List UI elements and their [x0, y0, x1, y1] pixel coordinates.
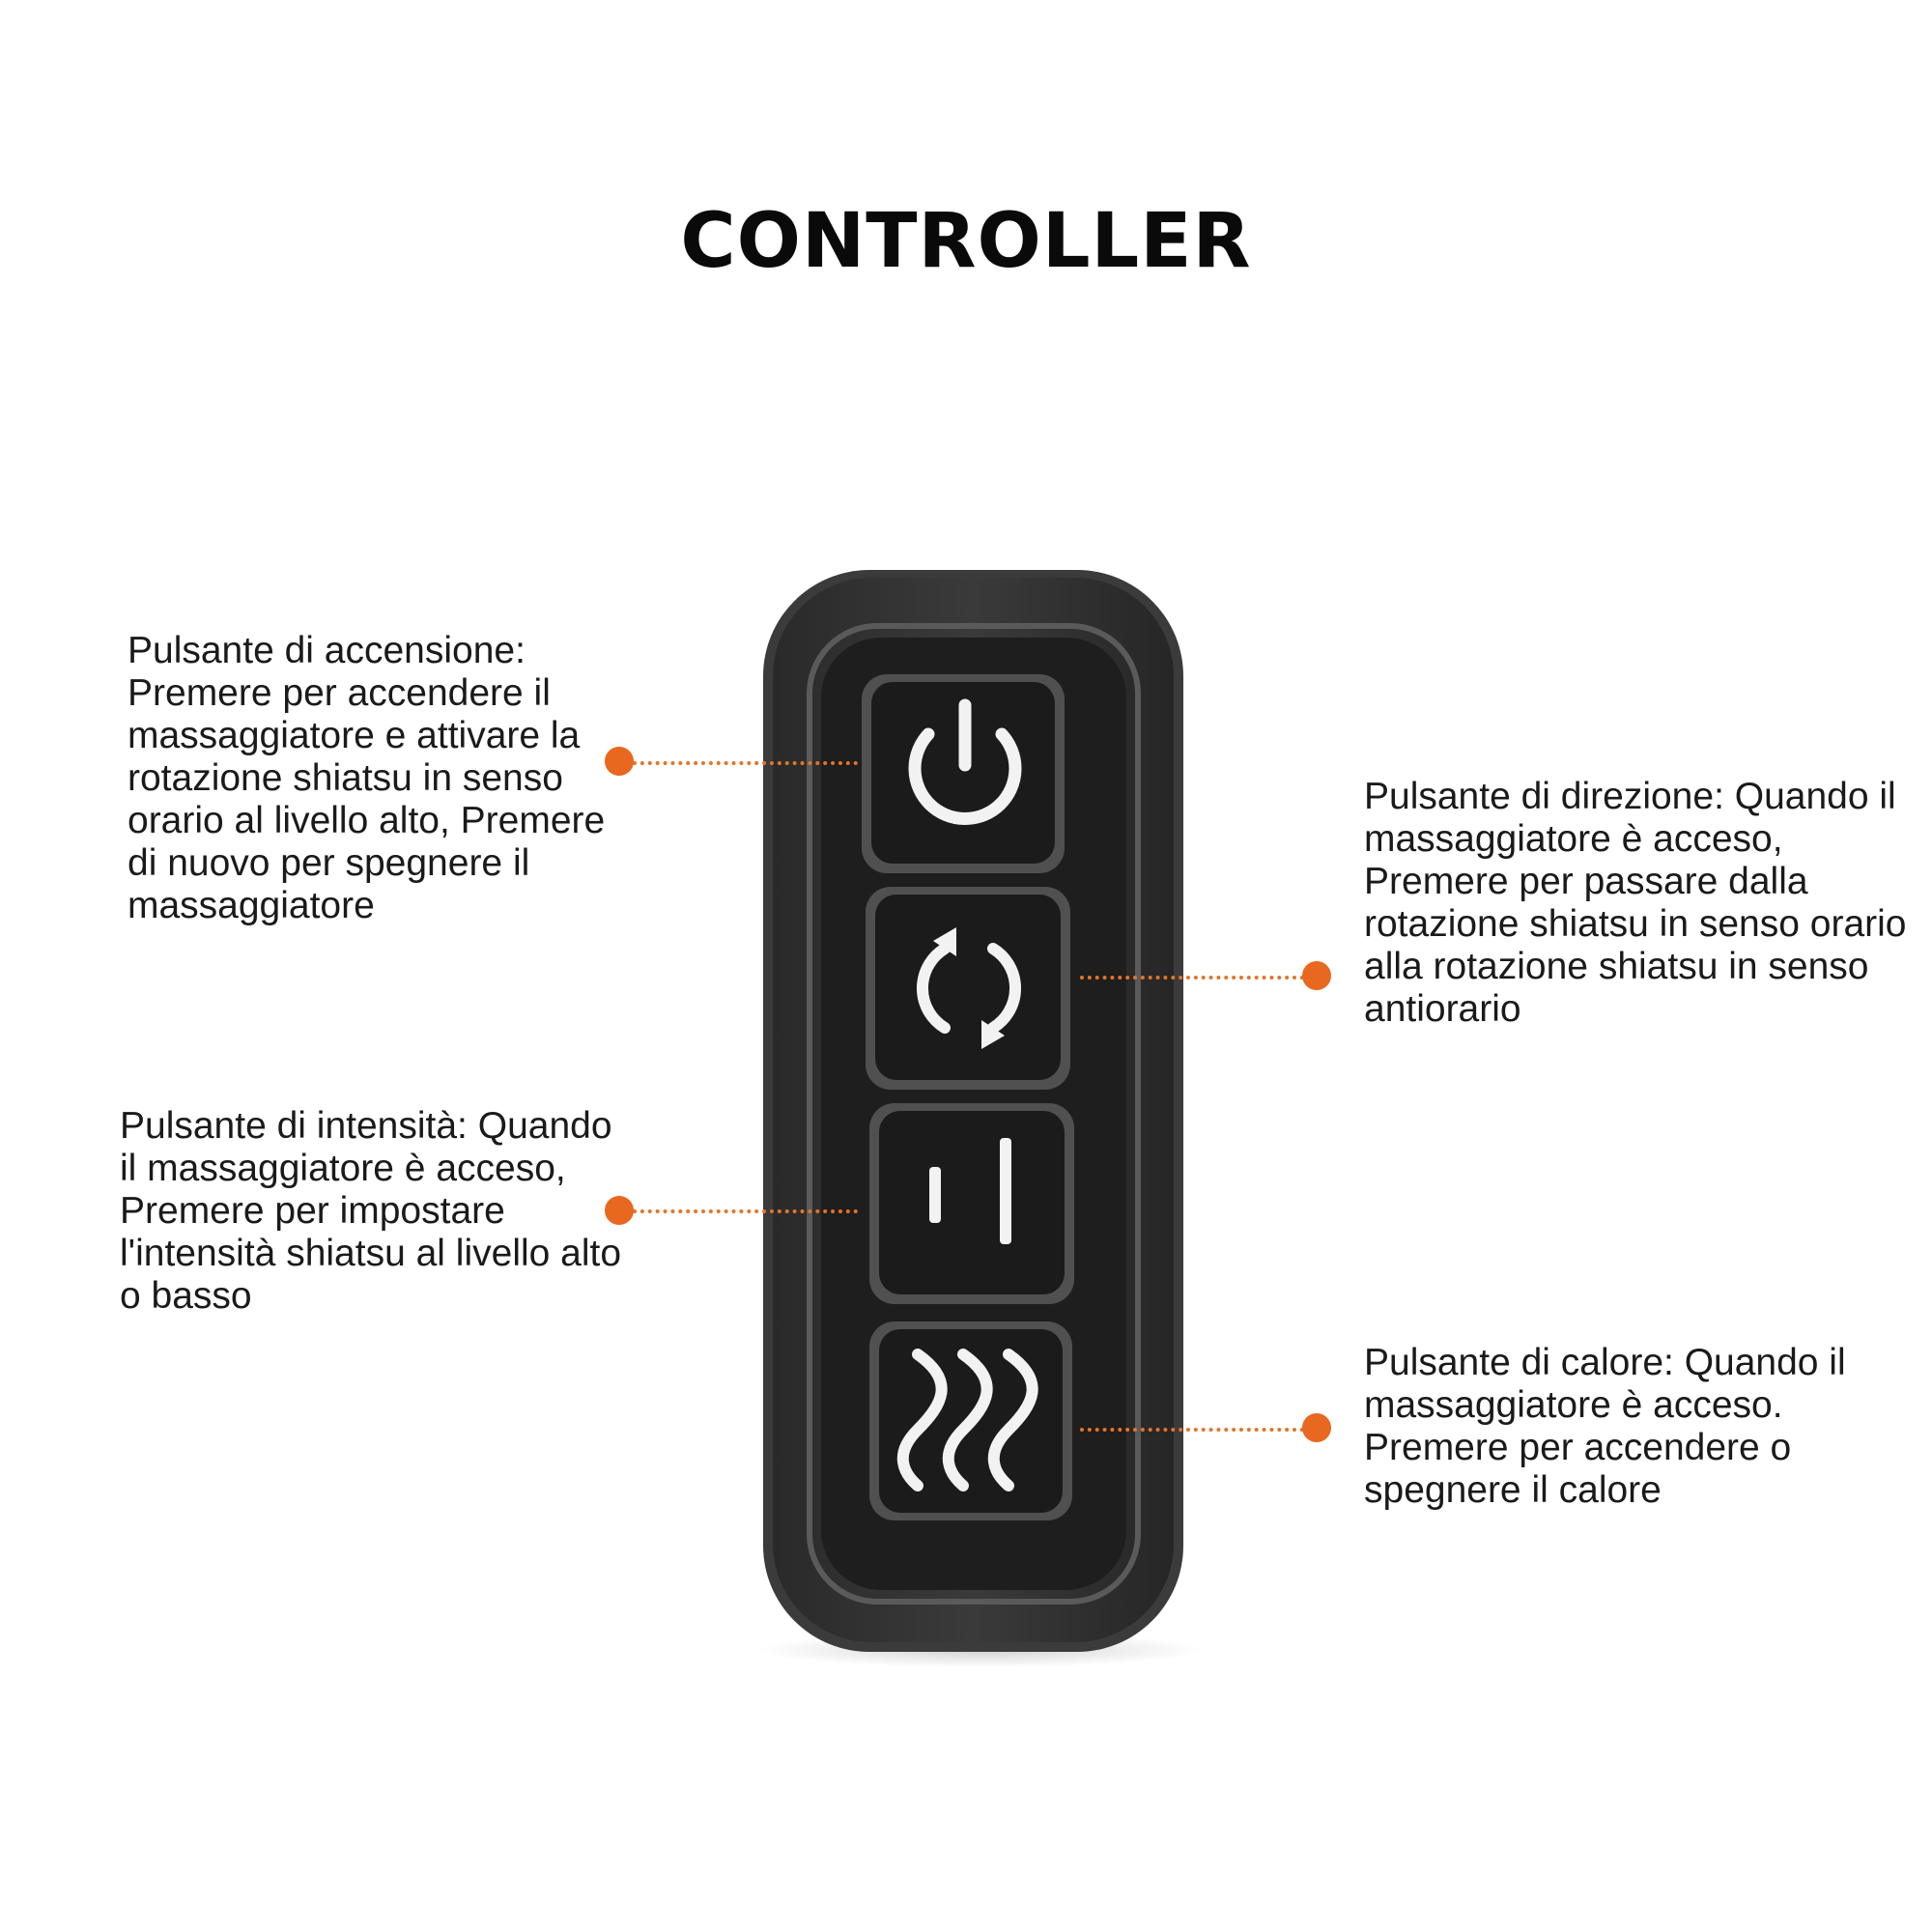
- heat-button-description: Pulsante di calore: Quando il massaggiat…: [1364, 1342, 1846, 1511]
- direction-button[interactable]: [866, 887, 1070, 1090]
- direction-leader-line: [1080, 976, 1312, 980]
- intensity-callout-dot: [605, 1196, 634, 1225]
- power-button-description: Pulsante di accensione: Premere per acce…: [128, 630, 606, 926]
- intensity-bars-icon: [929, 1138, 1011, 1244]
- page-title: CONTROLLER: [680, 198, 1252, 285]
- power-callout-dot: [605, 747, 634, 776]
- power-icon: [908, 698, 1022, 825]
- power-leader-line: [633, 761, 858, 765]
- heat-waves-icon: [896, 1349, 1038, 1492]
- intensity-button[interactable]: [869, 1103, 1074, 1304]
- intensity-button-description: Pulsante di intensità: Quando il massagg…: [120, 1105, 622, 1317]
- power-button[interactable]: [862, 674, 1065, 873]
- rotation-arrows-icon: [916, 927, 1022, 1049]
- heat-callout-dot: [1302, 1413, 1331, 1442]
- heat-button[interactable]: [869, 1321, 1072, 1520]
- direction-callout-dot: [1302, 961, 1331, 990]
- heat-leader-line: [1080, 1428, 1312, 1432]
- direction-button-description: Pulsante di direzione: Quando il massagg…: [1364, 776, 1907, 1030]
- intensity-leader-line: [633, 1209, 858, 1213]
